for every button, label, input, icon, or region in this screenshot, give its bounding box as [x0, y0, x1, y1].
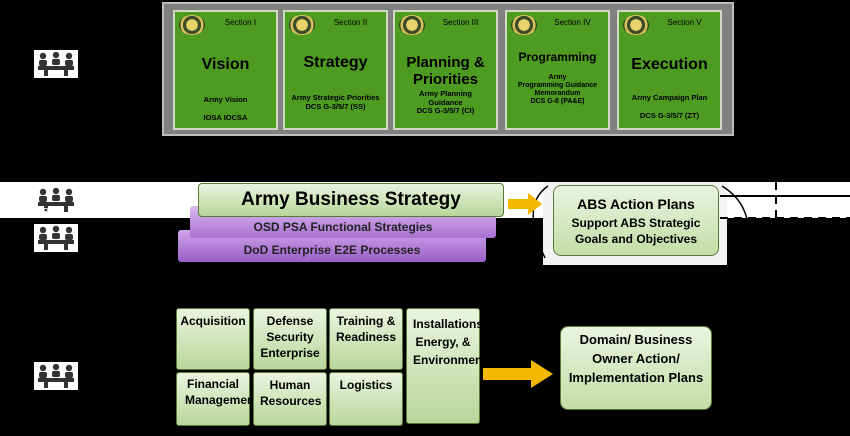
section-desc: Army Programming Guidance Memorandum DCS… [509, 74, 606, 106]
desc-line: Army Vision [203, 95, 248, 104]
domain-logistics: Logistics [329, 372, 403, 426]
section-label: Section V [667, 18, 702, 27]
section-title: Execution [631, 56, 708, 73]
domain-defense-security: Defense Security Enterprise [253, 308, 327, 370]
desc-line: Army Planning [419, 89, 472, 98]
army-seal-icon [289, 15, 315, 35]
osd-psa-label: OSD PSA Functional Strategies [253, 220, 433, 234]
section-card-vision: Section I Vision Army Vision IOSA IOCSA [173, 10, 278, 130]
section-title: Planning & Priorities [406, 54, 485, 88]
army-seal-icon [179, 15, 205, 35]
domain-installations: Installations, Energy, & Environment [406, 308, 486, 424]
meeting-people-icon [34, 50, 78, 78]
abc-label: ABC [36, 207, 57, 218]
section-title: Vision [201, 56, 250, 73]
action-plans-line: Support ABS Strategic [571, 216, 701, 230]
army-business-strategy-box: Army Business Strategy [198, 183, 504, 217]
desc-line: Guidance [428, 97, 463, 107]
section-card-programming: Section IV Programming Army Programming … [505, 10, 610, 130]
desc-line: DCS G-3/5/7 (CI) [416, 106, 475, 116]
domain-financial-management: Financial Management [176, 372, 258, 426]
army-seal-icon [511, 15, 537, 35]
section-label: Section II [333, 18, 368, 27]
section-label: Section III [442, 18, 479, 27]
section-desc: Army Vision IOSA IOCSA [177, 95, 274, 122]
section-card-strategy: Section II Strategy Army Strategic Prior… [283, 10, 388, 130]
army-seal-icon [623, 15, 649, 35]
domain-human-resources: Human Resources [253, 372, 327, 426]
section-title: Strategy [303, 54, 368, 71]
domain-acquisition: Acquisition [176, 308, 250, 370]
connector-curve [721, 185, 749, 226]
meeting-people-icon [34, 362, 78, 390]
section-desc: Army Planning Guidance DCS G-3/5/7 (CI) [397, 89, 494, 116]
desc-line: Memorandum [534, 90, 581, 98]
section-card-execution: Section V Execution Army Campaign Plan D… [617, 10, 722, 130]
dod-e2e-label: DoD Enterprise E2E Processes [243, 243, 421, 257]
meeting-people-icon [34, 186, 78, 214]
action-plans-title: ABS Action Plans [577, 196, 695, 212]
connector-curve [532, 185, 549, 259]
desc-line: IOSA IOCSA [203, 112, 248, 122]
desc-line: Army [548, 74, 567, 81]
arrow-right-icon [508, 193, 542, 215]
section-desc: Army Campaign Plan DCS G-3/5/7 (ZT) [621, 93, 718, 120]
desc-line: Army Campaign Plan [631, 93, 708, 102]
desc-line: DCS G-3/5/7 (ZT) [639, 110, 700, 120]
desc-line: Army Strategic Priorities [291, 93, 380, 102]
desc-line: DCS G-8 (PA&E) [530, 98, 585, 106]
meeting-people-icon [34, 224, 78, 252]
section-card-planning: Section III Planning & Priorities Army P… [393, 10, 498, 130]
section-desc: Army Strategic Priorities DCS G-3/5/7 (S… [287, 93, 384, 111]
desc-line: DCS G-3/5/7 (SS) [305, 101, 366, 111]
army-seal-icon [399, 15, 425, 35]
section-label: Section IV [554, 18, 591, 27]
arrow-right-icon [483, 360, 553, 388]
section-title: Programming [518, 50, 597, 64]
section-label: Section I [224, 18, 257, 27]
desc-line: Programming Guidance [517, 82, 598, 90]
domain-training-readiness: Training & Readiness [329, 308, 403, 370]
action-plans-line: Goals and Objectives [574, 232, 698, 246]
owner-plans-box: Domain/ Business Owner Action/ Implement… [560, 326, 712, 410]
abs-action-plans-box: ABS Action Plans Support ABS Strategic G… [553, 185, 719, 256]
